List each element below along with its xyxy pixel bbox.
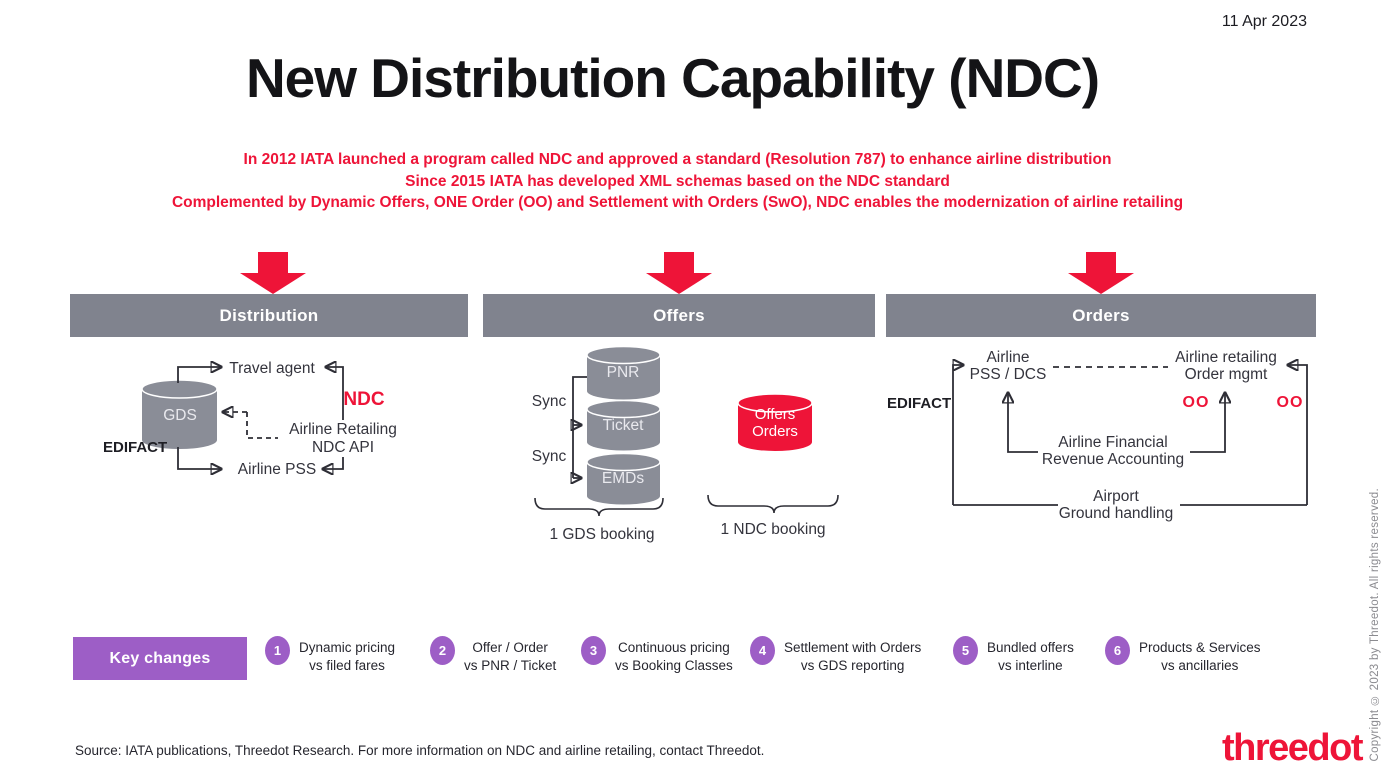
gds-booking-label: 1 GDS booking xyxy=(549,526,655,543)
pnr-label: PNR xyxy=(606,364,640,381)
subtitle-line-1: In 2012 IATA launched a program called N… xyxy=(243,151,1112,168)
airport-ground-handling-label: Airport Ground handling xyxy=(1058,488,1174,522)
key-change-text-6: Products & Services vs ancillaries xyxy=(1139,640,1261,673)
copyright-note: Copyright © 2023 by Threedot. All rights… xyxy=(1369,488,1381,762)
key-change-item-6: 6 Products & Services vs ancillaries xyxy=(1105,636,1261,675)
column-header-orders: Orders xyxy=(886,294,1316,337)
edifact-label: EDIFACT xyxy=(103,439,168,456)
key-change-item-4: 4 Settlement with Orders vs GDS reportin… xyxy=(750,636,921,675)
column-header-offers: Offers xyxy=(483,294,875,337)
airline-financial-label: Airline Financial Revenue Accounting xyxy=(1041,434,1185,468)
offers-diagram xyxy=(534,345,839,517)
down-arrow-head xyxy=(646,273,712,294)
gds-database-icon xyxy=(141,379,218,449)
key-change-number-5: 5 xyxy=(953,636,978,665)
airline-pss-label: Airline PSS xyxy=(237,461,317,478)
distribution-diagram xyxy=(141,350,344,485)
sync-label-2: Sync xyxy=(531,448,567,465)
ticket-label: Ticket xyxy=(602,417,644,434)
offers-orders-label: Offers Orders xyxy=(752,406,798,440)
down-arrow-head xyxy=(1068,273,1134,294)
key-change-text-5: Bundled offers vs interline xyxy=(987,640,1074,673)
date: 11 Apr 2023 xyxy=(1221,13,1307,30)
emds-database-icon xyxy=(586,452,661,505)
key-change-item-3: 3 Continuous pricing vs Booking Classes xyxy=(581,636,733,675)
key-change-item-1: 1 Dynamic pricing vs filed fares xyxy=(265,636,395,675)
down-arrow-shaft xyxy=(258,252,288,273)
emds-label: EMDs xyxy=(601,470,645,487)
key-change-text-4: Settlement with Orders vs GDS reporting xyxy=(784,640,922,673)
key-change-number-2: 2 xyxy=(430,636,455,665)
source-note: Source: IATA publications, Threedot Rese… xyxy=(75,743,765,758)
orders-diagram xyxy=(952,348,1308,506)
page-title: New Distribution Capability (NDC) xyxy=(245,47,1100,109)
key-change-number-4: 4 xyxy=(750,636,775,665)
key-change-text-2: Offer / Order vs PNR / Ticket xyxy=(464,640,557,673)
orders-flow-lines xyxy=(952,365,1308,506)
key-change-text-1: Dynamic pricing vs filed fares xyxy=(299,640,396,673)
subtitle: In 2012 IATA launched a program called N… xyxy=(0,149,1355,214)
ndc-booking-label: 1 NDC booking xyxy=(720,521,826,538)
down-arrow-icon xyxy=(240,252,306,294)
down-arrow-head xyxy=(240,273,306,294)
key-change-item-5: 5 Bundled offers vs interline xyxy=(953,636,1074,675)
offers-orders-database-icon xyxy=(737,393,813,451)
distribution-flow-lines xyxy=(177,367,344,469)
airline-retailing-order-mgmt-label: Airline retailing Order mgmt xyxy=(1175,349,1277,383)
oo-label-right: OO xyxy=(1276,394,1304,411)
ndc-label: NDC xyxy=(343,389,385,410)
column-header-distribution: Distribution xyxy=(70,294,468,337)
down-arrow-shaft xyxy=(1086,252,1116,273)
airline-pss-dcs-label: Airline PSS / DCS xyxy=(969,349,1047,383)
pnr-database-icon xyxy=(586,345,661,400)
down-arrow-shaft xyxy=(664,252,694,273)
oo-label-left: OO xyxy=(1182,394,1210,411)
down-arrow-icon xyxy=(1068,252,1134,294)
ticket-database-icon xyxy=(586,399,661,451)
key-change-text-3: Continuous pricing vs Booking Classes xyxy=(615,640,733,673)
key-change-number-1: 1 xyxy=(265,636,290,665)
threedot-logo: threedot xyxy=(1222,727,1364,769)
gds-label: GDS xyxy=(163,407,197,424)
subtitle-line-3: Complemented by Dynamic Offers, ONE Orde… xyxy=(171,194,1184,211)
down-arrow-icon xyxy=(646,252,712,294)
travel-agent-label: Travel agent xyxy=(229,360,315,377)
sync-flow-lines xyxy=(573,376,587,478)
sync-label-1: Sync xyxy=(531,393,567,410)
key-change-item-2: 2 Offer / Order vs PNR / Ticket xyxy=(430,636,556,675)
key-changes-label: Key changes xyxy=(73,637,247,680)
key-change-number-6: 6 xyxy=(1105,636,1130,665)
edifact-label-orders: EDIFACT xyxy=(887,395,952,412)
booking-braces xyxy=(534,494,839,517)
subtitle-line-2: Since 2015 IATA has developed XML schema… xyxy=(405,172,950,190)
key-change-number-3: 3 xyxy=(581,636,606,665)
airline-retailing-ndc-api-label: Airline Retailing NDC API xyxy=(289,421,397,456)
